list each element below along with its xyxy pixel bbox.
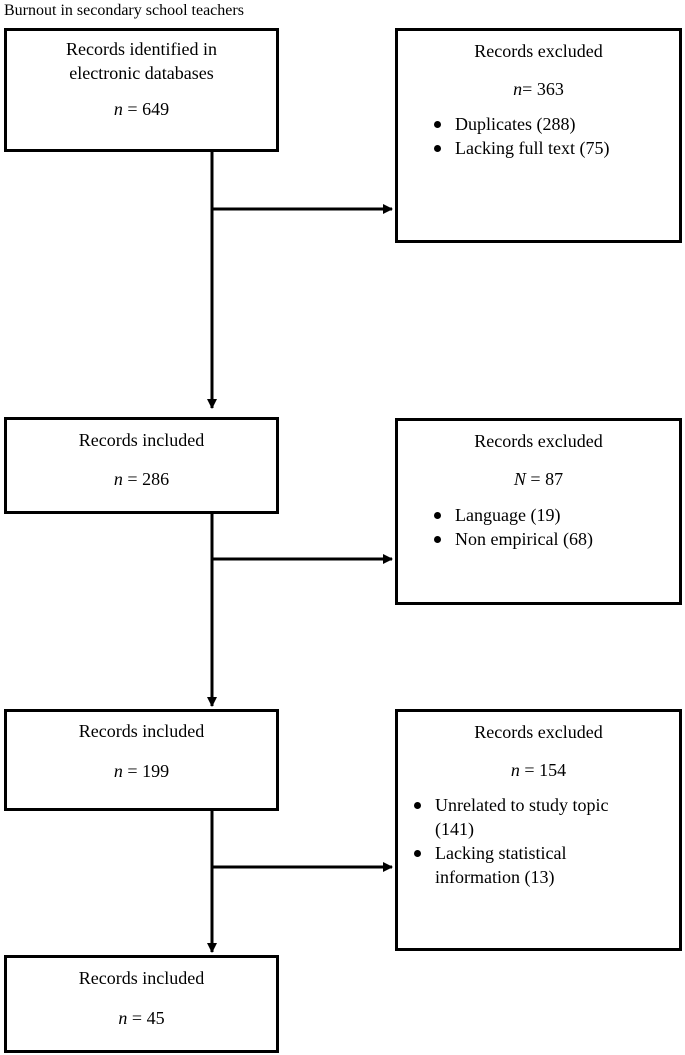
exclusion-reasons: Language (19) Non empirical (68) bbox=[431, 503, 669, 551]
stage-count: n = 649 bbox=[113, 99, 170, 119]
exclusion-title: Records excluded bbox=[474, 41, 603, 61]
exclusion-count: n = 154 bbox=[510, 760, 567, 780]
stage-box-identified: Records identified in electronic databas… bbox=[4, 28, 279, 152]
list-item: Non empirical (68) bbox=[431, 527, 669, 551]
stage-title: Records identified in electronic databas… bbox=[66, 39, 217, 83]
exclusion-title: Records excluded bbox=[474, 431, 603, 451]
list-item: Duplicates (288) bbox=[431, 112, 669, 136]
list-item: Unrelated to study topic (141) bbox=[411, 793, 611, 841]
stage-title: Records included bbox=[78, 721, 205, 741]
exclusion-title: Records excluded bbox=[474, 722, 603, 742]
list-item: Lacking statistical information (13) bbox=[411, 841, 611, 889]
exclusion-count: n= 363 bbox=[513, 79, 564, 99]
list-item: Language (19) bbox=[431, 503, 669, 527]
exclusion-box-1: Records excluded n= 363 Duplicates (288)… bbox=[395, 28, 682, 243]
exclusion-box-2: Records excluded N = 87 Language (19) No… bbox=[395, 418, 682, 605]
exclusion-reasons: Unrelated to study topic (141) Lacking s… bbox=[411, 793, 611, 889]
figure-header: Burnout in secondary school teachers bbox=[4, 2, 244, 19]
exclusion-count: N = 87 bbox=[513, 469, 564, 489]
stage-count: n = 45 bbox=[118, 1008, 165, 1028]
stage-count: n = 286 bbox=[113, 469, 170, 489]
stage-title: Records included bbox=[78, 430, 205, 450]
stage-box-included-3: Records included n = 45 bbox=[4, 955, 279, 1053]
stage-title: Records included bbox=[78, 968, 205, 988]
stage-count: n = 199 bbox=[113, 761, 170, 781]
list-item: Lacking full text (75) bbox=[431, 136, 669, 160]
stage-box-included-2: Records included n = 199 bbox=[4, 709, 279, 811]
exclusion-box-3: Records excluded n = 154 Unrelated to st… bbox=[395, 709, 682, 951]
stage-box-included-1: Records included n = 286 bbox=[4, 417, 279, 514]
exclusion-reasons: Duplicates (288) Lacking full text (75) bbox=[431, 112, 669, 160]
